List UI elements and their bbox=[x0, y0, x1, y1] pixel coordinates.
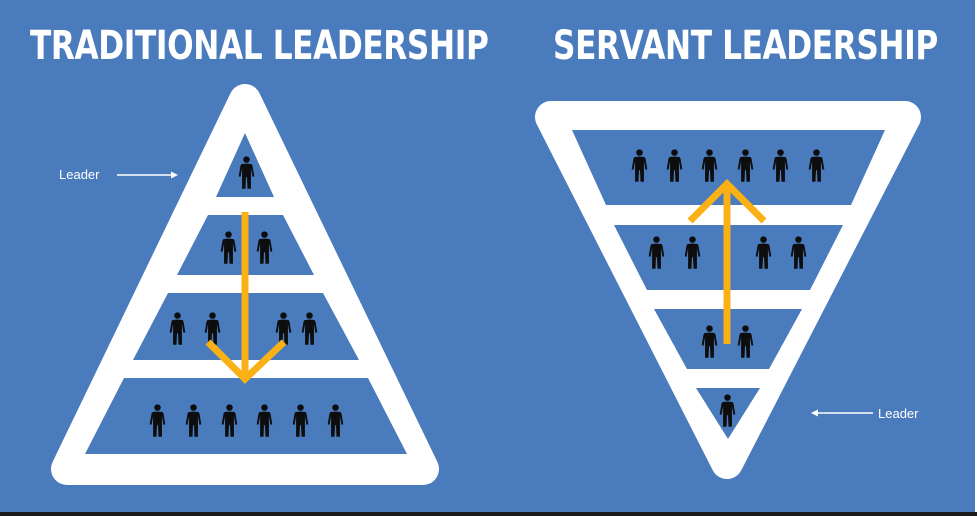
traditional-leadership-title: TRADITIONAL LEADERSHIP bbox=[30, 23, 489, 69]
leader-arrow-right-icon bbox=[117, 171, 178, 179]
pyramid-tier-4 bbox=[85, 378, 407, 454]
traditional-leader-label: Leader bbox=[59, 167, 100, 182]
leader-arrow-left-icon bbox=[811, 409, 873, 417]
servant-inverted-pyramid bbox=[535, 101, 921, 479]
down-arrow-icon bbox=[205, 212, 287, 384]
servant-leadership-title: SERVANT LEADERSHIP bbox=[553, 23, 938, 69]
bottom-divider bbox=[0, 512, 977, 516]
servant-leader-label: Leader bbox=[878, 406, 919, 421]
inverted-tier-1 bbox=[572, 130, 885, 205]
up-arrow-icon bbox=[687, 179, 767, 344]
